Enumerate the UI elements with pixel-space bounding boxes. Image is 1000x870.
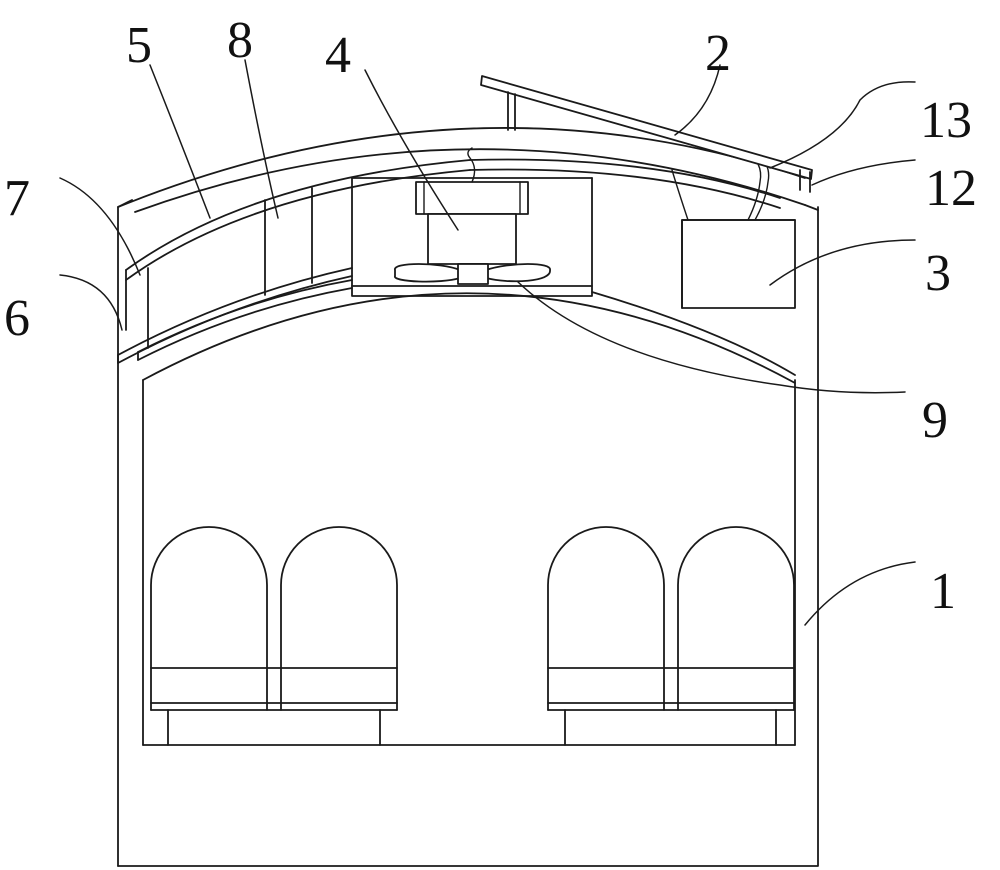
motor-unit bbox=[416, 182, 528, 274]
leader-5 bbox=[150, 65, 210, 218]
side-column bbox=[126, 268, 148, 348]
leader-6 bbox=[60, 275, 122, 330]
leader-8 bbox=[245, 60, 278, 218]
callout-2: 2 bbox=[705, 25, 731, 82]
control-box bbox=[682, 220, 795, 308]
callout-4: 4 bbox=[325, 27, 351, 84]
leader-7 bbox=[60, 178, 140, 275]
leader-1 bbox=[805, 562, 915, 625]
callout-3: 3 bbox=[925, 245, 951, 302]
seat-group-right bbox=[548, 527, 794, 745]
fan-blade bbox=[395, 264, 550, 284]
seat-group-left bbox=[151, 527, 397, 745]
callout-labels: 1 2 3 4 5 6 7 8 9 12 13 bbox=[4, 12, 977, 620]
solar-panel bbox=[481, 76, 812, 192]
callout-1: 1 bbox=[930, 563, 956, 620]
leader-lines bbox=[60, 60, 915, 625]
callout-13: 13 bbox=[920, 92, 972, 149]
callout-5: 5 bbox=[126, 17, 152, 74]
box-wire bbox=[672, 170, 688, 220]
motor-wire bbox=[468, 148, 475, 182]
callout-6: 6 bbox=[4, 290, 30, 347]
leader-13 bbox=[770, 82, 915, 168]
callout-9: 9 bbox=[922, 392, 948, 449]
callout-12: 12 bbox=[925, 160, 977, 217]
callout-7: 7 bbox=[4, 170, 30, 227]
leader-12 bbox=[812, 160, 915, 185]
callout-8: 8 bbox=[227, 12, 253, 69]
